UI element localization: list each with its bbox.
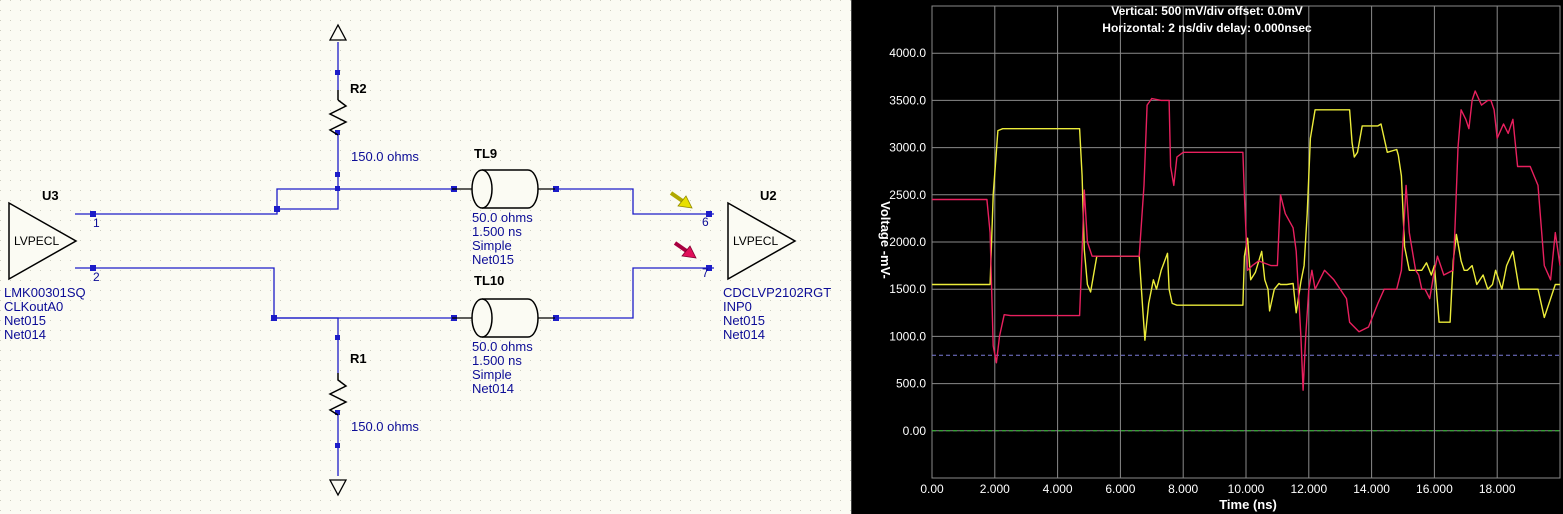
wires [75,42,714,476]
grid [931,5,1561,479]
u2-pin-name: INP0 [723,299,752,314]
x-tick-label: 12.000 [1290,482,1327,496]
tl9-model: Simple [472,238,512,253]
u3-pin-name: CLKoutA0 [4,299,63,314]
probe-pin7-head [681,245,697,259]
probe-pin6-head [677,195,693,209]
tl10-impedance: 50.0 ohms [472,339,533,354]
x-tick-label: 2.000 [980,482,1010,496]
y-axis-label: Voltage -mV- [878,201,893,279]
wire-junction-r2 [277,189,339,210]
u3-net2: Net014 [4,327,46,342]
u3-net1: Net015 [4,313,46,328]
r1-ref: R1 [350,351,367,366]
scope-header-horizontal: Horizontal: 2 ns/div delay: 0.000nsec [1102,21,1312,35]
schematic-panel: R2 150.0 ohms R1 150.0 ohms TL9 50.0 ohm… [0,0,852,514]
probe-arrow-pin6-icon[interactable] [669,191,693,209]
y-tick-label: 4000.0 [889,46,926,60]
tl9-delay: 1.500 ns [472,224,522,239]
probe-arrow-pin7-icon[interactable] [673,241,697,259]
trace-pin6 [932,109,1560,341]
driver-u3[interactable]: U3 LVPECL 1 2 LMK00301SQ CLKoutA0 Net015… [4,188,100,342]
power-arrow-icon [328,23,348,41]
resistor-r2[interactable]: R2 150.0 ohms [328,81,419,164]
trace-pin7 [932,90,1561,391]
y-tick-label: 3000.0 [889,141,926,155]
resistor-r1[interactable]: R1 150.0 ohms [328,351,419,434]
x-tick-labels: 0.00 2.000 4.000 6.000 8.000 10.000 12.000 14.0… [920,482,1516,496]
u2-type: LVPECL [733,234,778,248]
r1-value: 150.0 ohms [351,419,419,434]
wire-net014-left [75,267,452,319]
u3-part: LMK00301SQ [4,285,86,300]
scope-header-vertical: Vertical: 500 mV/div offset: 0.0mV [1111,4,1302,18]
tl10-delay: 1.500 ns [472,353,522,368]
r2-value: 150.0 ohms [351,149,419,164]
wire-net015-right [555,188,714,215]
u2-part: CDCLVP2102RGT [723,285,831,300]
ground-arrow-icon [328,479,348,497]
x-tick-label: 8.000 [1168,482,1198,496]
wire-junction-r1 [274,317,339,373]
tl10-net: Net014 [472,381,514,396]
u3-type: LVPECL [14,234,59,248]
tl9-impedance: 50.0 ohms [472,210,533,225]
u2-pin-6: 6 [702,215,709,229]
u2-pin-7: 7 [702,266,709,280]
u3-pin-2: 2 [93,270,100,284]
y-tick-label: 1500.0 [889,282,926,296]
y-tick-label: 0.00 [903,424,927,438]
u3-ref: U3 [42,188,59,203]
y-tick-label: 500.0 [896,377,926,391]
x-tick-label: 4.000 [1043,482,1073,496]
x-axis-label: Time (ns) [1219,497,1277,512]
u2-net1: Net015 [723,313,765,328]
x-tick-label: 6.000 [1105,482,1135,496]
y-tick-label: 1000.0 [889,329,926,343]
receiver-u2[interactable]: U2 LVPECL 6 7 CDCLVP2102RGT INP0 Net015 … [702,188,831,342]
tl9-net: Net015 [472,252,514,267]
oscilloscope-plot: 4000.0 3500.0 3000.0 2500.0 2000.0 1500.0 1000… [878,4,1561,512]
y-tick-labels: 4000.0 3500.0 3000.0 2500.0 2000.0 1500.0 1000… [889,46,926,438]
tl9-ref: TL9 [474,146,497,161]
oscilloscope-panel: 4000.0 3500.0 3000.0 2500.0 2000.0 1500.0 1000… [852,0,1563,514]
u3-pin-1: 1 [93,216,100,230]
y-tick-label: 3500.0 [889,93,926,107]
r2-ref: R2 [350,81,367,96]
transmission-line-tl10[interactable]: TL10 50.0 ohms 1.500 ns Simple Net014 [452,273,555,396]
x-tick-label: 14.000 [1353,482,1390,496]
wire-net015-left [75,188,452,215]
tl10-ref: TL10 [474,273,504,288]
u2-net2: Net014 [723,327,765,342]
wire-net014-right [555,267,714,319]
x-tick-label: 18.000 [1479,482,1516,496]
u2-ref: U2 [760,188,777,203]
traces [932,90,1561,391]
schematic-canvas: R2 150.0 ohms R1 150.0 ohms TL9 50.0 ohm… [0,0,851,514]
tl10-model: Simple [472,367,512,382]
x-tick-label: 16.000 [1416,482,1453,496]
y-tick-label: 2500.0 [889,188,926,202]
transmission-line-tl9[interactable]: TL9 50.0 ohms 1.500 ns Simple Net015 [452,146,555,267]
y-tick-label: 2000.0 [889,235,926,249]
x-tick-label: 0.00 [920,482,944,496]
x-tick-label: 10.000 [1228,482,1265,496]
